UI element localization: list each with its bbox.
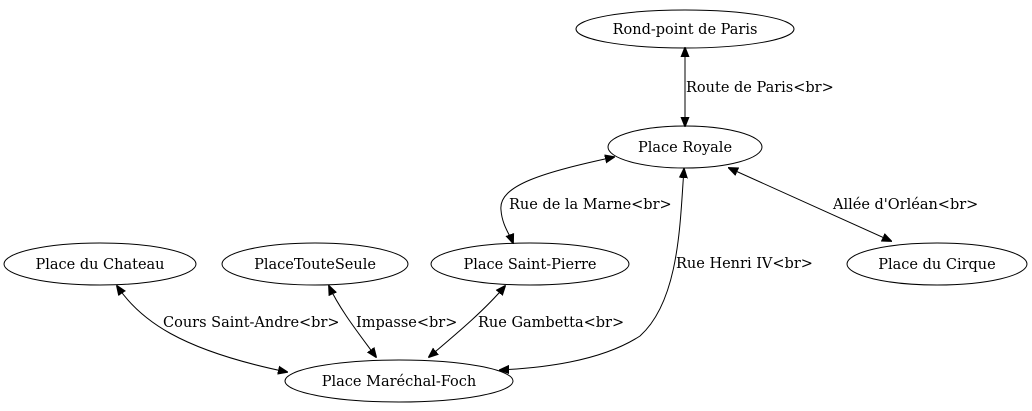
edge-label-allee-dorlean: Allée d'Orléan<br> bbox=[832, 197, 978, 213]
node-placetouteseule[interactable]: PlaceToute­Seule bbox=[221, 242, 409, 286]
edge-label-impasse: Impasse<br> bbox=[356, 315, 457, 331]
node-label: Place du Cirque bbox=[878, 257, 995, 273]
edge-label-rue-de-la-marne: Rue de la Marne<br> bbox=[509, 197, 672, 213]
edge-rue-henri-iv: Rue Henri IV<br> bbox=[500, 169, 813, 370]
node-place-marechal-foch[interactable]: Place Maréchal-Foch bbox=[284, 359, 514, 403]
node-label: Place du Chateau bbox=[35, 257, 164, 273]
node-place-du-cirque[interactable]: Place du Cirque bbox=[846, 242, 1028, 286]
node-place-du-chateau[interactable]: Place du Chateau bbox=[3, 242, 197, 286]
edge-rue-de-la-marne: Rue de la Marne<br> bbox=[500, 157, 672, 243]
edge-label-cours-saint-andre: Cours Saint-Andre<br> bbox=[163, 315, 340, 331]
edge-route-de-paris: Route de Paris<br> bbox=[685, 48, 834, 126]
node-label: Rond-point de Paris bbox=[613, 22, 758, 38]
node-label: PlaceToute­Seule bbox=[254, 257, 376, 273]
edge-label-rue-gambetta: Rue Gambetta<br> bbox=[478, 315, 624, 331]
node-rond-point-de-paris[interactable]: Rond-point de Paris bbox=[575, 9, 795, 49]
edge-cours-saint-andre: Cours Saint-Andre<br> bbox=[117, 286, 340, 372]
edge-label-rue-henri-iv: Rue Henri IV<br> bbox=[676, 256, 813, 272]
node-label: Place Maréchal-Foch bbox=[322, 374, 476, 390]
edge-allee-dorlean: Allée d'Orléan<br> bbox=[729, 168, 978, 241]
edge-rue-gambetta: Rue Gambetta<br> bbox=[429, 286, 624, 357]
node-place-saint-pierre[interactable]: Place Saint-Pierre bbox=[430, 242, 630, 286]
edge-impasse: Impasse<br> bbox=[329, 286, 457, 357]
node-label: Place Royale bbox=[638, 140, 732, 156]
edge-label-route-de-paris: Route de Paris<br> bbox=[686, 80, 834, 96]
node-place-royale[interactable]: Place Royale bbox=[607, 125, 763, 169]
node-label: Place Saint-Pierre bbox=[463, 257, 596, 273]
